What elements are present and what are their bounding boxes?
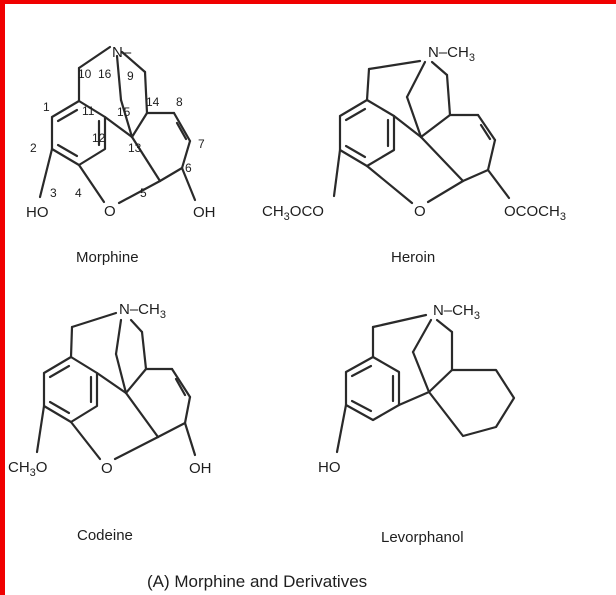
atom-number: 3 (50, 186, 57, 200)
morphine-structure: N– HO O OH 1 2 3 4 5 6 7 8 9 10 11 12 13… (26, 44, 216, 266)
codeine-ether-oxygen-label: O (101, 460, 113, 477)
atom-number: 14 (146, 95, 160, 109)
atom-number: 6 (185, 161, 192, 175)
heroin-nitrogen-label: N–CH3 (428, 44, 475, 64)
atom-number: 8 (176, 95, 183, 109)
heroin-name: Heroin (391, 249, 435, 266)
atom-number: 12 (92, 131, 106, 145)
heroin-acetyl-right-label: OCOCH3 (504, 203, 566, 223)
heroin-acetyl-left-label: CH3OCO (262, 203, 324, 223)
morphine-nitrogen-label: N– (112, 44, 132, 61)
levorphanol-structure: N–CH3 HO Levorphanol (318, 302, 516, 546)
atom-number: 1 (43, 100, 50, 114)
morphine-bonds (38, 45, 197, 205)
levorphanol-ho-label: HO (318, 459, 341, 476)
atom-number: 2 (30, 141, 37, 155)
morphine-name: Morphine (76, 249, 139, 266)
codeine-nitrogen-label: N–CH3 (119, 301, 166, 321)
atom-number: 11 (82, 104, 95, 118)
heroin-bonds (332, 59, 511, 205)
levorphanol-bonds (335, 313, 516, 454)
heroin-structure: N–CH3 CH3OCO O OCOCH3 Heroin (262, 44, 566, 266)
codeine-methoxy-label: CH3O (8, 459, 47, 479)
atom-number: 5 (140, 186, 147, 200)
levorphanol-nitrogen-label: N–CH3 (433, 302, 480, 322)
atom-number: 15 (117, 105, 131, 119)
figure-caption: (A) Morphine and Derivatives (147, 572, 367, 591)
atom-number: 7 (198, 137, 205, 151)
red-frame-top (0, 0, 616, 4)
atom-number: 16 (98, 67, 112, 81)
atom-number: 10 (78, 67, 92, 81)
heroin-ether-oxygen-label: O (414, 203, 426, 220)
morphine-ether-oxygen-label: O (104, 203, 116, 220)
codeine-name: Codeine (77, 527, 133, 544)
codeine-oh-label: OH (189, 460, 212, 477)
atom-number: 4 (75, 186, 82, 200)
codeine-bonds (35, 311, 197, 461)
morphine-ho-label: HO (26, 204, 49, 221)
atom-number: 13 (128, 141, 142, 155)
levorphanol-name: Levorphanol (381, 529, 464, 546)
red-frame-left (0, 0, 5, 595)
codeine-structure: N–CH3 CH3O O OH Codeine (8, 301, 212, 544)
morphine-oh-label: OH (193, 204, 216, 221)
morphine-atom-numbers: 1 2 3 4 5 6 7 8 9 10 11 12 13 14 15 16 (30, 67, 205, 200)
atom-number: 9 (127, 69, 134, 83)
